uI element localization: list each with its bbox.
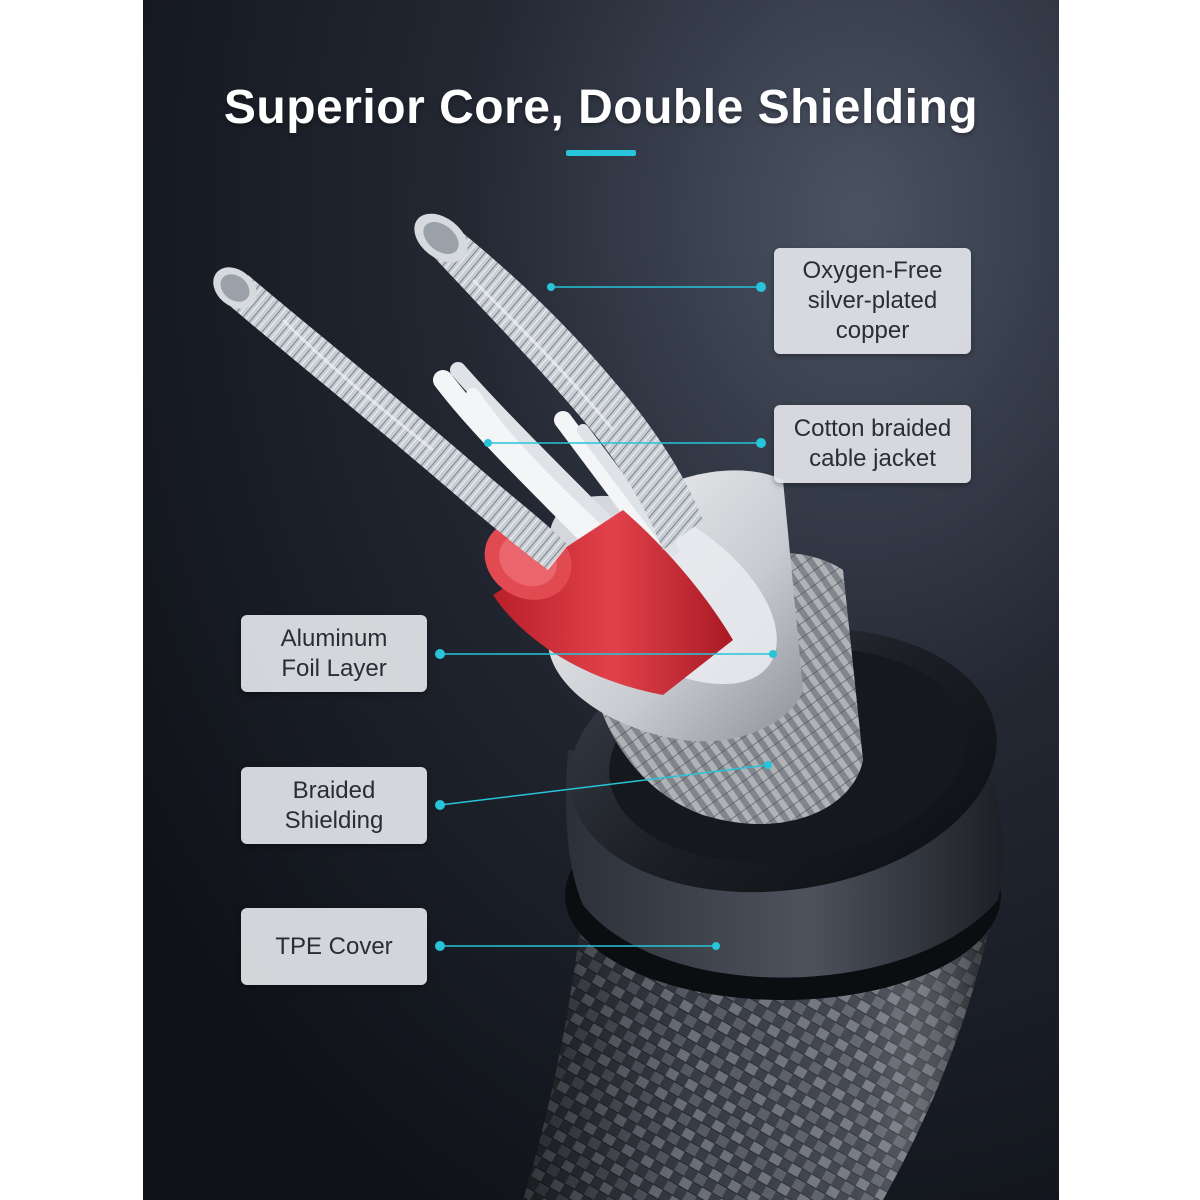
callout-cotton-braided-jacket: Cotton braided cable jacket [774,405,971,483]
top-wire-bundle [414,213,703,550]
callout-line: silver-plated [807,287,938,314]
cable-cross-section-illustration [143,0,1059,1200]
callout-leaders [439,286,773,947]
callout-oxygen-free-copper: Oxygen-Free silver-plated copper [774,248,971,354]
cotton-filler-strands [433,362,679,556]
callout-line: cable jacket [809,445,936,472]
callout-line: Aluminum [280,624,388,652]
callout-line: Foil Layer [281,654,387,682]
page-title: Superior Core, Double Shielding [223,81,979,134]
callout-tpe-cover: TPE Cover [241,908,427,985]
left-wire-bundle [213,267,568,570]
callout-line: Cotton braided [793,415,952,442]
callout-line: Oxygen-Free [802,257,943,284]
title-underline-accent [566,150,636,156]
callout-dots [435,282,777,951]
callout-line: copper [835,317,910,344]
callout-line: Braided [292,776,376,804]
callout-line: Shielding [284,806,384,834]
product-image-panel: Superior Core, Double Shielding Oxygen-F… [143,0,1059,1200]
leader-braided-shielding [439,764,769,806]
callout-line: TPE Cover [275,932,393,960]
